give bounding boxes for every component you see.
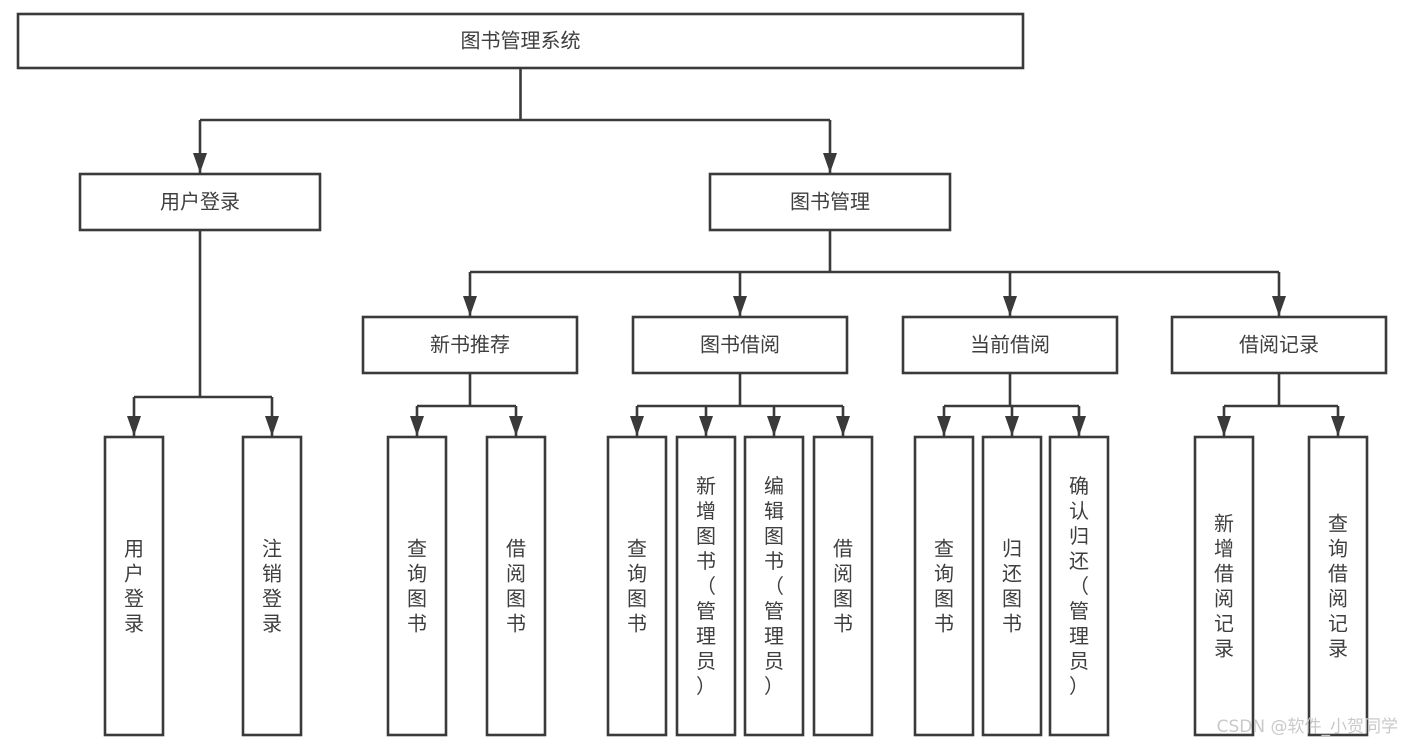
node-leaf-borrow-book-1-label: 借阅图书 [506, 536, 526, 635]
node-leaf-logout-box [241, 435, 303, 737]
edge-new-book-rec-arrow-0 [410, 416, 424, 436]
csdn-watermark: CSDN @软件_小贺同学 [1217, 717, 1398, 737]
node-leaf-query-book-2-label: 查询图书 [627, 536, 647, 635]
edge-book-manage-arrow-1 [733, 296, 747, 316]
node-leaf-logout[interactable]: 注销登录 [241, 435, 303, 737]
node-leaf-query-book-3-box [913, 435, 975, 737]
node-leaf-add-book[interactable]: 新增图书（管理员） [675, 435, 737, 737]
edge-book-manage-arrow-0 [463, 296, 477, 316]
node-leaf-confirm-return-box [1048, 435, 1110, 737]
edge-book-borrow-arrow-2 [767, 416, 781, 436]
node-leaf-query-book-2[interactable]: 查询图书 [606, 435, 668, 737]
node-leaf-add-book-label: 新增图书（管理员） [696, 474, 716, 698]
node-leaf-return-book-label: 归还图书 [1002, 536, 1022, 635]
edge-current-borrow-arrow-1 [1005, 416, 1019, 436]
node-leaf-borrow-book-1[interactable]: 借阅图书 [485, 435, 547, 737]
node-leaf-borrow-book-2-label: 借阅图书 [833, 536, 853, 635]
edge-current-borrow-arrow-0 [937, 416, 951, 436]
edge-book-borrow-arrow-0 [630, 416, 644, 436]
node-leaf-edit-book-box [743, 435, 805, 737]
node-leaf-query-record-box [1307, 435, 1369, 737]
node-current-borrow-box [901, 315, 1119, 375]
node-new-book-rec-box [361, 315, 579, 375]
node-leaf-query-book-3-label: 查询图书 [934, 536, 954, 635]
edge-root-arrow-1 [823, 153, 837, 173]
node-borrow-record-label: 借阅记录 [1239, 333, 1319, 357]
node-root[interactable]: 图书管理系统 [16, 12, 1025, 70]
node-leaf-user-login-box [103, 435, 165, 737]
node-leaf-logout-label: 注销登录 [262, 536, 282, 635]
node-leaf-query-book-1-box [386, 435, 448, 737]
node-root-box [16, 12, 1025, 70]
edge-new-book-rec-arrow-1 [509, 416, 523, 436]
node-leaf-add-record-label: 新增借阅记录 [1214, 511, 1234, 660]
node-leaf-query-book-1[interactable]: 查询图书 [386, 435, 448, 737]
node-leaf-edit-book[interactable]: 编辑图书（管理员） [743, 435, 805, 737]
node-leaf-borrow-book-2-box [812, 435, 874, 737]
connector-layer [127, 68, 1345, 436]
edge-root-arrow-0 [193, 153, 207, 173]
node-leaf-borrow-book-2[interactable]: 借阅图书 [812, 435, 874, 737]
edge-book-borrow-arrow-3 [836, 416, 850, 436]
node-new-book-rec-label: 新书推荐 [430, 333, 510, 357]
node-leaf-confirm-return[interactable]: 确认归还（管理员） [1048, 435, 1110, 737]
node-borrow-record[interactable]: 借阅记录 [1170, 315, 1388, 375]
node-leaf-query-book-3[interactable]: 查询图书 [913, 435, 975, 737]
node-book-manage-label: 图书管理 [790, 190, 870, 214]
node-leaf-query-record-label: 查询借阅记录 [1328, 511, 1348, 660]
node-leaf-return-book-box [981, 435, 1043, 737]
edge-book-manage-arrow-3 [1272, 296, 1286, 316]
node-book-manage-box [708, 172, 952, 232]
node-new-book-rec[interactable]: 新书推荐 [361, 315, 579, 375]
node-layer: 图书管理系统用户登录图书管理新书推荐图书借阅当前借阅借阅记录用户登录注销登录查询… [16, 12, 1388, 737]
node-leaf-borrow-book-1-box [485, 435, 547, 737]
node-current-borrow[interactable]: 当前借阅 [901, 315, 1119, 375]
node-leaf-return-book[interactable]: 归还图书 [981, 435, 1043, 737]
node-user-login-label: 用户登录 [160, 190, 240, 214]
node-leaf-query-record[interactable]: 查询借阅记录 [1307, 435, 1369, 737]
node-user-login-box [78, 172, 322, 232]
node-book-borrow[interactable]: 图书借阅 [631, 315, 849, 375]
node-root-label: 图书管理系统 [461, 29, 581, 53]
edge-borrow-record-arrow-1 [1331, 416, 1345, 436]
node-leaf-user-login-label: 用户登录 [124, 536, 144, 635]
edge-book-borrow-arrow-1 [699, 416, 713, 436]
node-user-login[interactable]: 用户登录 [78, 172, 322, 232]
node-leaf-user-login[interactable]: 用户登录 [103, 435, 165, 737]
node-leaf-query-book-2-box [606, 435, 668, 737]
node-leaf-query-book-1-label: 查询图书 [407, 536, 427, 635]
node-leaf-add-book-box [675, 435, 737, 737]
node-current-borrow-label: 当前借阅 [970, 333, 1050, 357]
node-book-borrow-box [631, 315, 849, 375]
node-leaf-add-record[interactable]: 新增借阅记录 [1193, 435, 1255, 737]
node-book-manage[interactable]: 图书管理 [708, 172, 952, 232]
edge-user-login-arrow-0 [127, 416, 141, 436]
node-leaf-confirm-return-label: 确认归还（管理员） [1069, 474, 1089, 698]
node-leaf-edit-book-label: 编辑图书（管理员） [764, 474, 784, 698]
edge-current-borrow-arrow-2 [1072, 416, 1086, 436]
edge-book-manage-arrow-2 [1003, 296, 1017, 316]
edge-user-login-arrow-1 [265, 416, 279, 436]
node-borrow-record-box [1170, 315, 1388, 375]
edge-borrow-record-arrow-0 [1217, 416, 1231, 436]
node-leaf-add-record-box [1193, 435, 1255, 737]
node-book-borrow-label: 图书借阅 [700, 333, 780, 357]
